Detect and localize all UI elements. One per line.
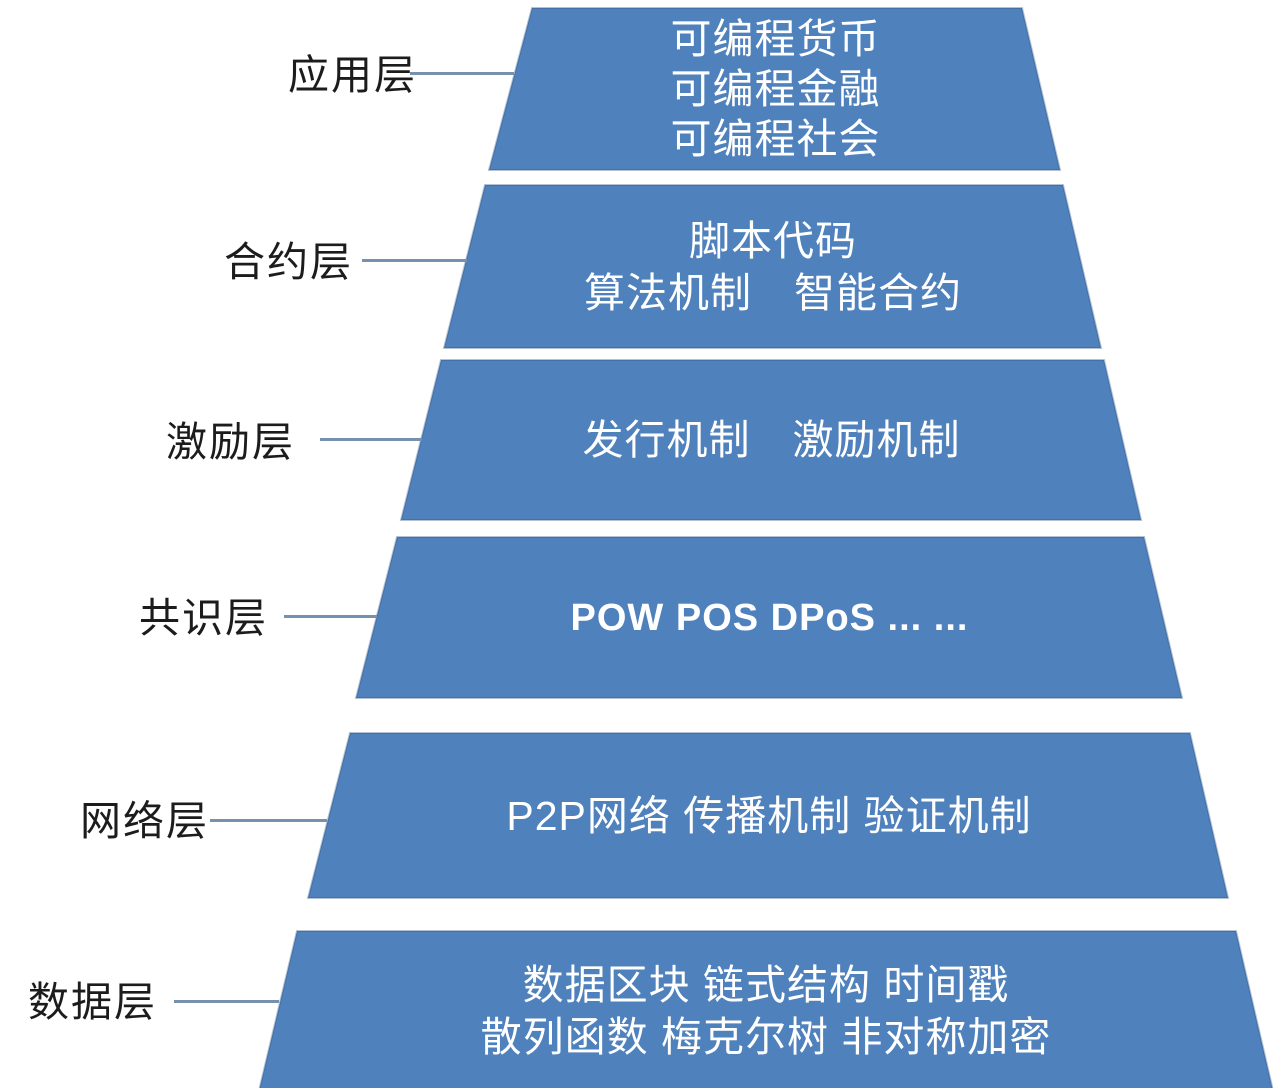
layer-text-line: 可编程金融 (670, 66, 881, 112)
layer-text-line: 可编程社会 (670, 116, 881, 162)
leader-line-network (210, 819, 327, 822)
layer-shape-consensus (354, 536, 1184, 699)
leader-line-application (410, 72, 514, 75)
layer-label-incentive: 激励层 (166, 419, 295, 465)
layer-text-line: 脚本代码 (689, 217, 857, 264)
leader-line-incentive (320, 438, 422, 441)
layer-label-network: 网络层 (80, 798, 209, 844)
layer-text-line: 算法机制 智能合约 (584, 269, 962, 316)
layer-shape-contract (442, 184, 1103, 349)
layer-text-line: 可编程货币 (670, 16, 881, 62)
layer-label-application: 应用层 (288, 52, 417, 98)
layer-content-network: P2P网络 传播机制 验证机制 (329, 733, 1209, 898)
leader-line-contract (362, 259, 467, 262)
layer-text-line: 散列函数 梅克尔树 非对称加密 (480, 1014, 1052, 1060)
leader-line-data (174, 1000, 279, 1003)
layer-label-data: 数据层 (28, 979, 157, 1025)
layer-content-data: 数据区块 链式结构 时间戳 散列函数 梅克尔树 非对称加密 (277, 931, 1255, 1088)
layer-text-line: P2P网络 传播机制 验证机制 (506, 792, 1032, 839)
layer-shape-network (306, 732, 1230, 899)
layer-label-consensus: 共识层 (139, 595, 268, 641)
layer-label-contract: 合约层 (224, 239, 353, 285)
layer-shape-application (487, 7, 1062, 171)
leader-line-consensus (284, 615, 377, 618)
layer-content-incentive: 发行机制 激励机制 (421, 360, 1122, 520)
layer-shape-data (258, 930, 1274, 1088)
layer-text-line: 数据区块 链式结构 时间戳 (522, 962, 1010, 1008)
layer-shape-incentive (399, 359, 1143, 521)
layer-text-line: POW POS DPoS ... ... (570, 596, 969, 639)
layer-text-line: 发行机制 激励机制 (582, 417, 961, 463)
layer-content-contract: 脚本代码 算法机制 智能合约 (464, 185, 1082, 348)
layer-content-application: 可编程货币 可编程金融 可编程社会 (510, 8, 1041, 170)
layer-content-consensus: POW POS DPoS ... ... (376, 537, 1163, 698)
